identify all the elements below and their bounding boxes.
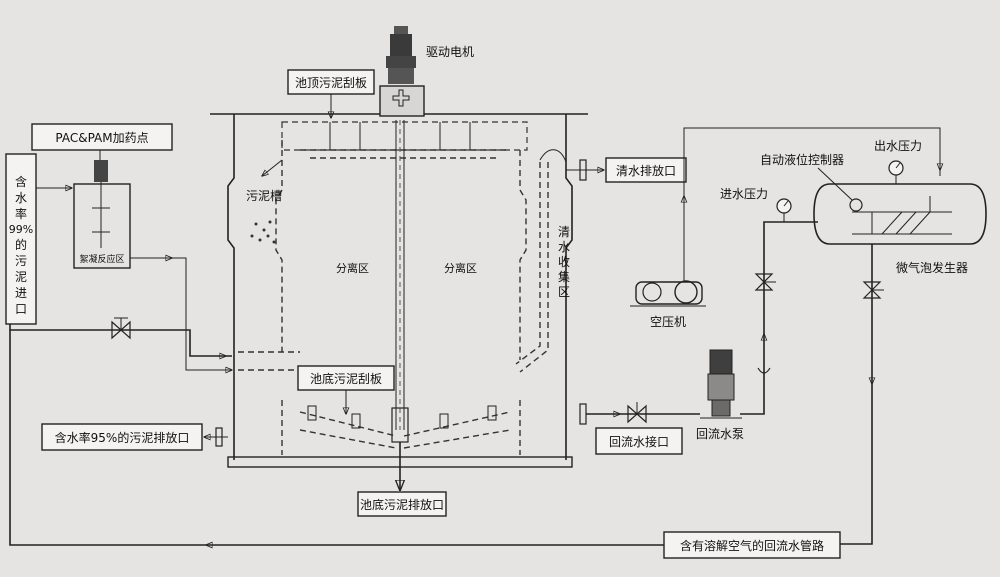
sludge-inlet-char: 进	[15, 286, 27, 300]
bottom-outlet-label: 池底污泥排放口	[360, 497, 444, 512]
drive-motor-icon	[379, 26, 425, 117]
sludge-inlet-char: 泥	[15, 270, 27, 284]
auto-level-controller-label: 自动液位控制器	[760, 152, 844, 167]
clear-water-outlet-label: 清水排放口	[616, 163, 676, 178]
bottom-scraper-label: 池底污泥刮板	[310, 371, 382, 386]
outlet-pressure-gauge-icon	[888, 160, 904, 184]
return-pipe-box	[663, 531, 841, 559]
clear-water-zone-char: 区	[558, 285, 570, 299]
pump-outlet-valve-icon	[754, 273, 776, 291]
bottom-outlet-box	[357, 491, 447, 517]
sludge-95-outlet-box	[41, 423, 203, 451]
sludge-particles-icon	[250, 159, 283, 244]
clear-water-zone-char: 集	[558, 269, 570, 284]
clear-water-zone-char: 收	[558, 255, 570, 269]
clear-water-collection	[515, 149, 567, 373]
central-shaft	[391, 120, 409, 490]
sludge-inlet-char: 污	[15, 254, 27, 268]
sludge-inlet-char: 99%	[9, 223, 33, 236]
main-tank	[210, 113, 588, 468]
return-pipe-label: 含有溶解空气的回流水管路	[680, 538, 824, 553]
inner-dashed-walls	[238, 140, 527, 455]
outlet-pressure-label: 出水压力	[874, 139, 922, 153]
top-scraper-label: 池顶污泥刮板	[295, 76, 367, 90]
sludge-trough-label: 污泥槽	[246, 189, 282, 203]
return-inlet-box	[595, 427, 683, 455]
top-scraper-box	[287, 69, 375, 95]
microbubble-generator-tank	[813, 183, 987, 245]
flocculation-tank	[73, 160, 131, 269]
clear-water-zone-char: 水	[558, 240, 570, 254]
dosing-point-label: PAC&PAM加药点	[55, 131, 148, 145]
left-valve-icon	[111, 317, 131, 340]
separation-zone-left-label: 分离区	[336, 261, 369, 275]
sludge-inlet-char: 率	[15, 206, 27, 221]
inlet-pressure-gauge-icon	[776, 198, 792, 222]
bottom-scraper-box	[297, 365, 395, 391]
drive-motor-label: 驱动电机	[426, 45, 474, 59]
sludge-inlet-box	[5, 153, 37, 325]
return-line-valve-icon	[627, 402, 647, 424]
air-compressor-label: 空压机	[650, 315, 686, 329]
return-inlet-label: 回流水接口	[609, 434, 669, 449]
clear-water-zone-char: 清	[558, 225, 570, 239]
flocculation-zone-label: 絮凝反应区	[79, 253, 124, 265]
separation-zone-right-label: 分离区	[444, 261, 477, 275]
sludge-inlet-char: 含	[15, 174, 27, 189]
return-pump-icon	[700, 349, 742, 419]
sludge-inlet-char: 口	[15, 302, 27, 316]
inlet-pressure-label: 进水压力	[720, 187, 768, 201]
bottom-scraper-assembly	[299, 405, 511, 449]
sludge-inlet-char: 的	[15, 237, 27, 252]
check-valve-icon	[757, 367, 771, 374]
air-compressor-icon	[630, 280, 706, 307]
sludge-inlet-char: 水	[15, 191, 27, 205]
microbubble-generator-label: 微气泡发生器	[896, 260, 968, 275]
generator-outlet-valve-icon	[862, 281, 884, 299]
clear-water-outlet-box	[605, 157, 687, 183]
dosing-point-box	[31, 123, 173, 151]
return-pump-label: 回流水泵	[696, 427, 744, 441]
sludge-95-outlet-label: 含水率95%的污泥排放口	[55, 430, 190, 445]
